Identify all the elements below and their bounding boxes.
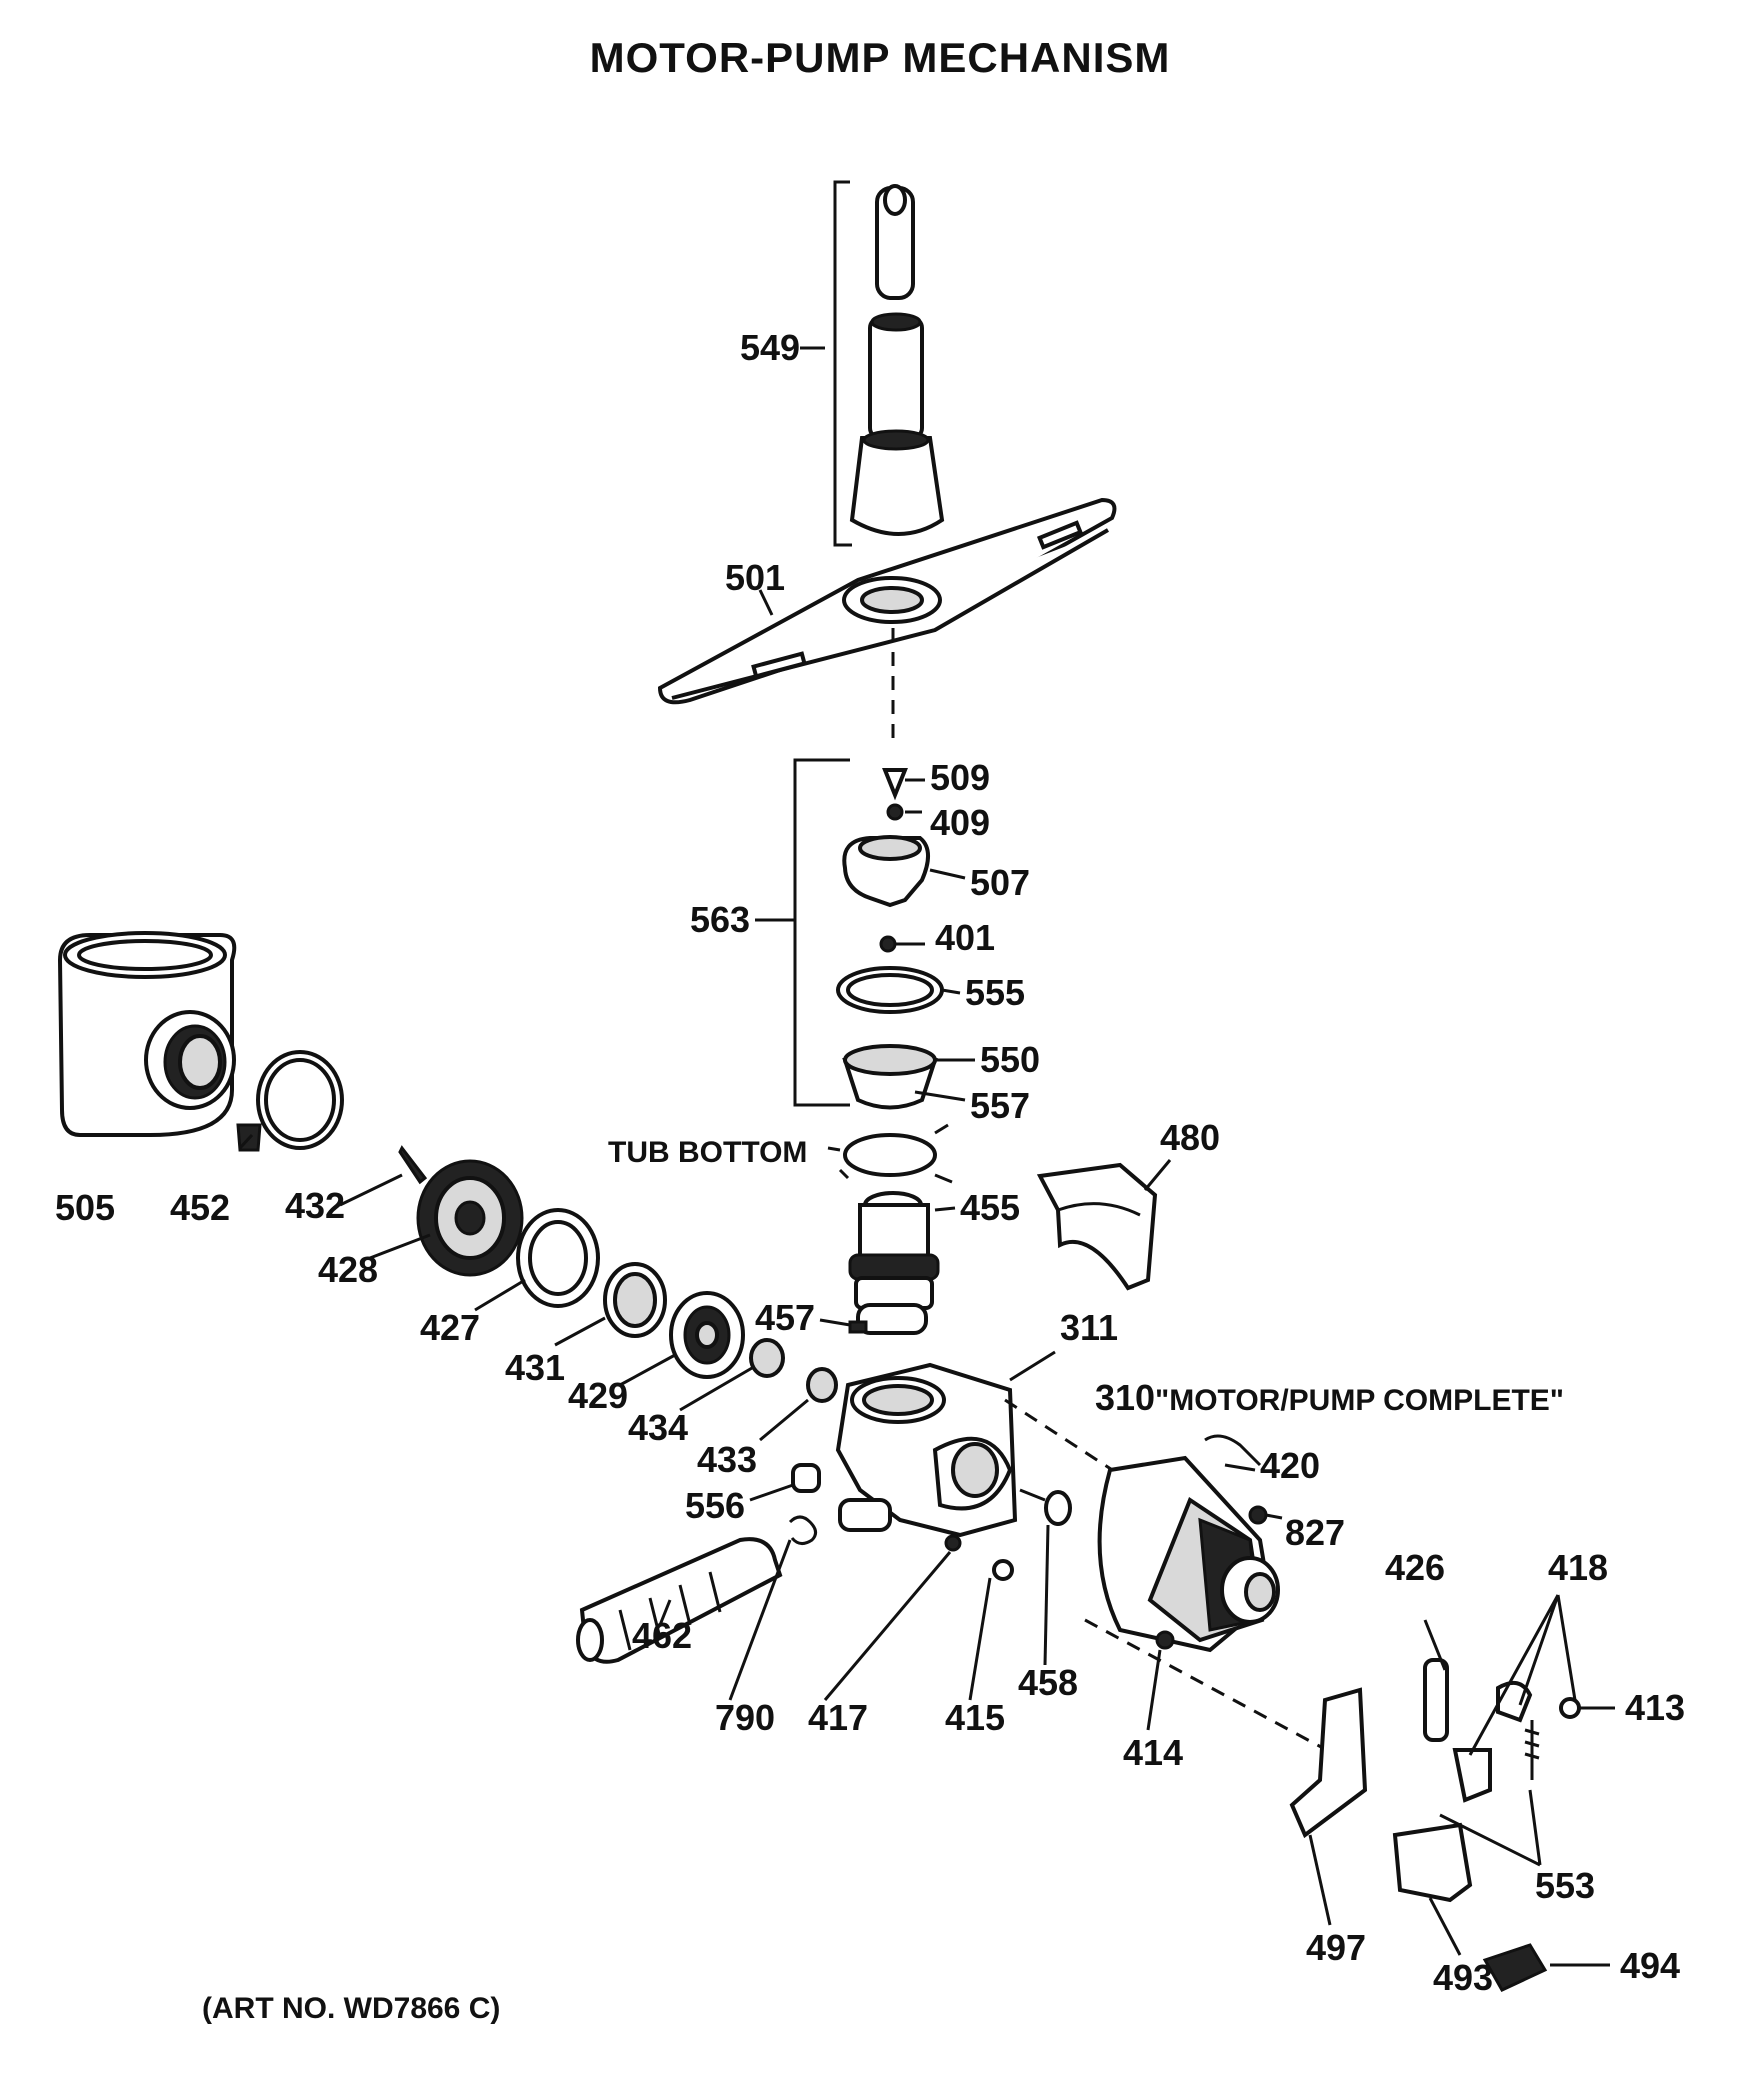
spring-553 xyxy=(1524,1720,1540,1780)
art-number: (ART NO. WD7866 C) xyxy=(202,1992,500,2025)
housing-505 xyxy=(57,931,237,1137)
hose-clamp-457 xyxy=(848,1303,928,1335)
label-458: 458 xyxy=(1018,1662,1078,1703)
clamp-452 xyxy=(236,1050,344,1152)
label-501: 501 xyxy=(725,557,785,598)
spray-arm xyxy=(657,497,1117,705)
deflector-480 xyxy=(1036,1162,1158,1291)
ring-431 xyxy=(603,1262,667,1338)
leader-lines xyxy=(238,346,1615,1967)
ring-427 xyxy=(516,1208,600,1308)
diagram-title: MOTOR-PUMP MECHANISM xyxy=(590,34,1171,81)
label-452: 452 xyxy=(170,1187,230,1228)
label-827: 827 xyxy=(1285,1512,1345,1553)
label-497: 497 xyxy=(1306,1927,1366,1968)
label-480: 480 xyxy=(1160,1117,1220,1158)
seal-433 xyxy=(806,1367,838,1403)
nut-415 xyxy=(992,1559,1014,1581)
label-549: 549 xyxy=(740,327,800,368)
label-427: 427 xyxy=(420,1307,480,1348)
motor-pump-complete-label: "MOTOR/PUMP COMPLETE" xyxy=(1155,1384,1564,1417)
label-505: 505 xyxy=(55,1187,115,1228)
label-433: 433 xyxy=(697,1439,757,1480)
clip-413 xyxy=(1559,1697,1581,1719)
label-432: 432 xyxy=(285,1185,345,1226)
solenoid-493 xyxy=(1392,1822,1473,1903)
label-429: 429 xyxy=(568,1375,628,1416)
label-555: 555 xyxy=(965,972,1025,1013)
label-431: 431 xyxy=(505,1347,565,1388)
label-415: 415 xyxy=(945,1697,1005,1738)
label-553: 553 xyxy=(1535,1865,1595,1906)
label-457: 457 xyxy=(755,1297,815,1338)
spray-tube-assembly xyxy=(833,180,945,547)
seal-434 xyxy=(749,1338,785,1378)
label-417: 417 xyxy=(808,1697,868,1738)
label-494: 494 xyxy=(1620,1945,1680,1986)
part-labels: 549 501 509 409 507 563 401 555 550 557 … xyxy=(55,327,1685,1998)
label-557: 557 xyxy=(970,1085,1030,1126)
label-413: 413 xyxy=(1625,1687,1685,1728)
impeller-429 xyxy=(669,1291,745,1379)
label-493: 493 xyxy=(1433,1957,1493,1998)
screw-414 xyxy=(1155,1630,1175,1650)
pump-inlet-455 xyxy=(848,1191,940,1310)
tub-bottom-seal xyxy=(827,1123,953,1184)
label-462: 462 xyxy=(632,1615,692,1656)
pump-body-311 xyxy=(835,1362,1018,1538)
washer-417 xyxy=(944,1534,962,1552)
label-401: 401 xyxy=(935,917,995,958)
hub-stack xyxy=(793,758,944,1110)
label-556: 556 xyxy=(685,1485,745,1526)
label-426: 426 xyxy=(1385,1547,1445,1588)
label-418: 418 xyxy=(1548,1547,1608,1588)
label-434: 434 xyxy=(628,1407,688,1448)
label-790: 790 xyxy=(715,1697,775,1738)
worm-shaft-462 xyxy=(576,1537,783,1664)
bracket-426 xyxy=(1423,1658,1449,1742)
plug-494 xyxy=(1482,1943,1548,1992)
label-509: 509 xyxy=(930,757,990,798)
parts-418 xyxy=(1452,1680,1533,1803)
motor-pump-complete-number: 310 xyxy=(1095,1377,1155,1418)
label-455: 455 xyxy=(960,1187,1020,1228)
label-550: 550 xyxy=(980,1039,1040,1080)
wire-420 xyxy=(1204,1434,1262,1467)
screw-432 xyxy=(398,1145,428,1185)
spring-790 xyxy=(788,1515,817,1545)
label-563: 563 xyxy=(690,899,750,940)
label-428: 428 xyxy=(318,1249,378,1290)
fitting-556 xyxy=(791,1463,821,1493)
label-414: 414 xyxy=(1123,1732,1183,1773)
label-409: 409 xyxy=(930,802,990,843)
screw-827 xyxy=(1248,1505,1268,1525)
seal-458 xyxy=(1044,1490,1072,1526)
tub-bottom-label: TUB BOTTOM xyxy=(608,1136,807,1169)
impeller-428 xyxy=(416,1159,524,1277)
label-420: 420 xyxy=(1260,1445,1320,1486)
bracket-497 xyxy=(1289,1687,1368,1839)
label-311: 311 xyxy=(1060,1307,1118,1348)
motor-310 xyxy=(1004,1398,1361,1770)
label-507: 507 xyxy=(970,862,1030,903)
